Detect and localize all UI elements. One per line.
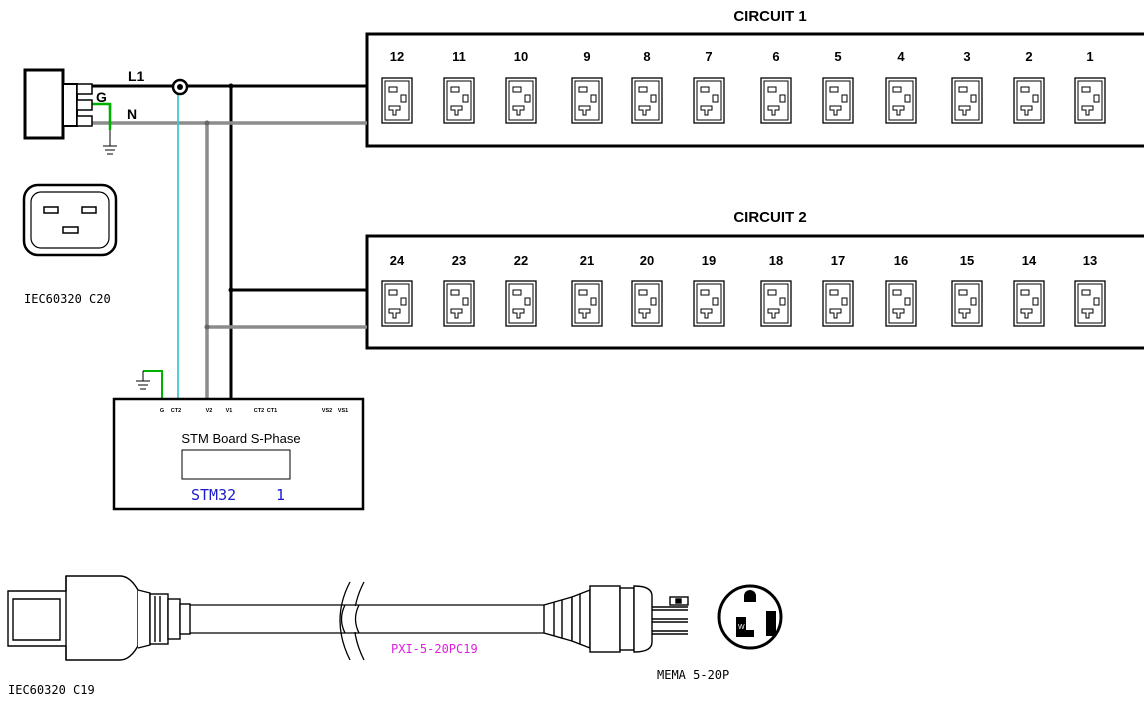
board-pin-label: V1: [226, 408, 233, 414]
ground-wire: [92, 102, 112, 130]
outlet-number: 12: [390, 49, 404, 64]
outlet-number: 14: [1022, 253, 1037, 268]
receptacle-ground-letter: G: [758, 598, 763, 605]
outlet-number: 8: [643, 49, 650, 64]
board-pin-label: V2: [206, 408, 213, 414]
outlet-number: 10: [514, 49, 528, 64]
ground-symbol-icon: [103, 145, 117, 155]
board-pin-label: CT1: [267, 408, 277, 414]
board-id-number: 1: [276, 486, 285, 504]
outlet-receptacle: [571, 280, 603, 327]
board-id-text: STM32: [191, 486, 236, 504]
outlet-receptacle: [1074, 77, 1106, 124]
cord-break-right: [354, 604, 360, 634]
outlet-receptacle: [885, 77, 917, 124]
neutral-junction-dot: [204, 120, 210, 126]
board-pin-label: CT2: [171, 408, 181, 414]
outlet-number: 9: [583, 49, 590, 64]
outlet-number: 18: [769, 253, 783, 268]
board-title: STM Board S-Phase: [181, 431, 300, 446]
neutral-junction-dot: [204, 324, 210, 330]
outlet-number: 17: [831, 253, 845, 268]
outlet-receptacle: [760, 77, 792, 124]
board-pin-label: CT2: [254, 408, 264, 414]
wire-label-g: G: [96, 89, 107, 105]
outlet-number: 13: [1083, 253, 1097, 268]
outlet-receptacle: [693, 77, 725, 124]
circuit-2-title: CIRCUIT 2: [733, 209, 806, 226]
cord-break-left: [340, 604, 346, 634]
neutral-wires: [92, 121, 367, 399]
board-pin-label: VS1: [338, 408, 348, 414]
outlet-receptacle: [381, 77, 413, 124]
board-display: [181, 449, 291, 480]
outlet-number: 2: [1025, 49, 1032, 64]
outlet-receptacle: [443, 77, 475, 124]
outlet-receptacle: [1013, 280, 1045, 327]
nema-plug: [543, 585, 689, 653]
board-ground-symbol-icon: [136, 380, 150, 390]
line-wires: [92, 84, 367, 399]
outlet-number: 3: [963, 49, 970, 64]
outlet-receptacle: [505, 77, 537, 124]
c19-connector: [7, 575, 191, 661]
outlet-number: 15: [960, 253, 974, 268]
outlet-number: 6: [772, 49, 779, 64]
outlet-number: 7: [705, 49, 712, 64]
outlet-number: 24: [390, 253, 405, 268]
c20-inlet-face-icon: [22, 183, 118, 257]
outlet-number: 22: [514, 253, 528, 268]
board-pin-label: G: [160, 408, 164, 414]
board-ground-wire: [142, 370, 163, 399]
outlet-number: 20: [640, 253, 654, 268]
receptacle-neutral-letter: W: [738, 624, 745, 631]
outlet-receptacle: [505, 280, 537, 327]
wire-label-n: N: [127, 106, 137, 122]
outlet-receptacle: [951, 77, 983, 124]
outlet-number: 19: [702, 253, 716, 268]
outlet-receptacle: [693, 280, 725, 327]
c19-label: IEC60320 C19: [8, 683, 95, 697]
board-pin-label: VS2: [322, 408, 332, 414]
current-transformer-icon: [171, 78, 189, 96]
outlet-number: 11: [452, 49, 466, 64]
circuit-1-title: CIRCUIT 1: [733, 8, 806, 25]
outlet-receptacle: [822, 280, 854, 327]
outlet-receptacle: [631, 77, 663, 124]
cord-part-label: PXI-5-20PC19: [391, 642, 478, 656]
outlet-receptacle: [885, 280, 917, 327]
nema-5-20-receptacle-icon: [717, 584, 783, 650]
outlet-receptacle: [760, 280, 792, 327]
outlet-receptacle: [1013, 77, 1045, 124]
outlet-receptacle: [951, 280, 983, 327]
outlet-number: 5: [834, 49, 841, 64]
line-junction-dot: [228, 83, 234, 89]
outlet-receptacle: [571, 77, 603, 124]
outlet-receptacle: [822, 77, 854, 124]
outlet-number: 23: [452, 253, 466, 268]
outlet-number: 21: [580, 253, 594, 268]
outlet-receptacle: [381, 280, 413, 327]
plug-label: MEMA 5-20P: [657, 668, 729, 682]
outlet-receptacle: [631, 280, 663, 327]
outlet-number: 1: [1086, 49, 1093, 64]
outlet-number: 4: [897, 49, 905, 64]
outlet-number: 16: [894, 253, 908, 268]
cord-break-mask: [345, 606, 357, 632]
c20-label: IEC60320 C20: [24, 292, 111, 306]
wire-label-l1: L1: [128, 68, 145, 84]
outlet-receptacle: [1074, 280, 1106, 327]
power-cord: [190, 581, 544, 661]
iec-inlet-connector: [23, 68, 93, 140]
outlet-receptacle: [443, 280, 475, 327]
line-junction-dot: [228, 287, 234, 293]
